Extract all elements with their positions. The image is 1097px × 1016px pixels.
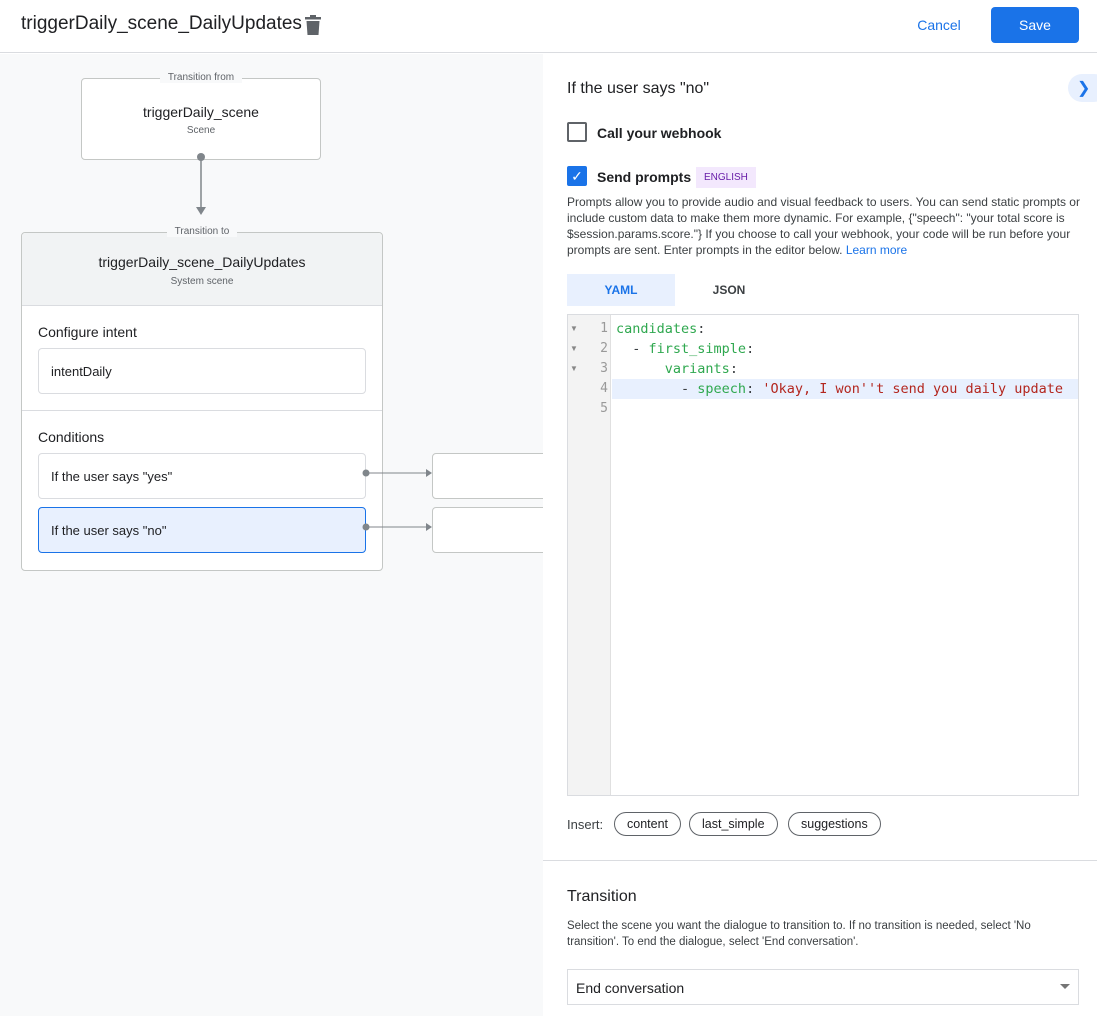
language-badge: ENGLISH bbox=[696, 167, 756, 188]
line-number: 4 bbox=[600, 381, 608, 396]
insert-chip-suggestions[interactable]: suggestions bbox=[788, 812, 881, 836]
fold-icon[interactable]: ▼ bbox=[570, 364, 578, 373]
tab-yaml[interactable]: YAML bbox=[567, 274, 675, 306]
condition-no[interactable]: If the user says "no" bbox=[38, 507, 366, 553]
to-scene-name: triggerDaily_scene_DailyUpdates bbox=[98, 254, 306, 270]
dropdown-arrow-icon bbox=[1060, 984, 1070, 994]
flow-canvas: Transition from triggerDaily_scene Scene… bbox=[0, 54, 543, 1016]
code-line: - speech: 'Okay, I won''t send you daily… bbox=[616, 381, 1064, 397]
from-scene-name: triggerDaily_scene bbox=[143, 104, 259, 120]
chevron-right-icon[interactable]: ❯ bbox=[1068, 74, 1097, 102]
insert-chip-last-simple[interactable]: last_simple bbox=[689, 812, 778, 836]
code-line: candidates: bbox=[616, 321, 706, 337]
code-line: - first_simple: bbox=[616, 341, 755, 357]
transition-selected-value: End conversation bbox=[576, 980, 685, 996]
transition-to-legend: Transition to bbox=[166, 226, 238, 237]
configure-intent-label: Configure intent bbox=[38, 324, 137, 340]
fold-icon[interactable]: ▼ bbox=[570, 324, 578, 333]
yes-target-node[interactable] bbox=[432, 453, 543, 499]
to-scene-type: System scene bbox=[170, 276, 234, 287]
line-number: 1 bbox=[600, 321, 608, 336]
send-prompts-label: Send prompts bbox=[597, 169, 692, 185]
transition-from-node[interactable]: Transition from triggerDaily_scene Scene bbox=[81, 72, 321, 160]
divider bbox=[22, 410, 382, 411]
condition-yes[interactable]: If the user says "yes" bbox=[38, 453, 366, 499]
fold-icon[interactable]: ▼ bbox=[570, 344, 578, 353]
transition-to-node: Transition to triggerDaily_scene_DailyUp… bbox=[21, 226, 383, 571]
prompts-description: Prompts allow you to provide audio and v… bbox=[567, 195, 1080, 257]
learn-more-link[interactable]: Learn more bbox=[845, 243, 908, 257]
line-number: 5 bbox=[600, 401, 608, 416]
webhook-label: Call your webhook bbox=[597, 125, 722, 141]
webhook-checkbox[interactable] bbox=[567, 122, 587, 142]
transition-title: Transition bbox=[567, 888, 637, 905]
conditions-label: Conditions bbox=[38, 429, 105, 445]
no-target-node[interactable] bbox=[432, 507, 543, 553]
transition-from-legend: Transition from bbox=[159, 72, 243, 83]
page-title: triggerDaily_scene_DailyUpdates bbox=[21, 13, 302, 34]
connector-arrow bbox=[196, 153, 206, 215]
trash-icon[interactable] bbox=[305, 15, 321, 35]
panel-title: If the user says "no" bbox=[567, 80, 710, 97]
tab-json[interactable]: JSON bbox=[712, 283, 746, 297]
to-node-header[interactable] bbox=[22, 233, 382, 306]
code-editor[interactable]: ▼ ▼ ▼ 1 2 3 4 5 candidates: - first_simp… bbox=[567, 314, 1079, 796]
code-line: variants: bbox=[664, 361, 738, 377]
cancel-button[interactable]: Cancel bbox=[917, 17, 961, 33]
active-line-highlight bbox=[612, 379, 1078, 399]
line-number: 2 bbox=[600, 341, 608, 356]
divider bbox=[543, 860, 1097, 861]
editor-gutter: ▼ ▼ ▼ 1 2 3 4 5 bbox=[568, 315, 611, 795]
send-prompts-checkbox[interactable]: ✓ bbox=[567, 166, 587, 186]
insert-label: Insert: bbox=[567, 817, 604, 832]
transition-description: Select the scene you want the dialogue t… bbox=[567, 920, 1031, 948]
transition-select[interactable]: End conversation bbox=[567, 969, 1079, 1005]
condition-panel: If the user says "no" ❯ Call your webhoo… bbox=[543, 54, 1097, 1016]
condition-connectors bbox=[362, 469, 432, 531]
save-button[interactable]: Save bbox=[991, 7, 1079, 43]
header: triggerDaily_scene_DailyUpdates Cancel S… bbox=[0, 0, 1097, 53]
insert-chip-content[interactable]: content bbox=[614, 812, 682, 836]
from-scene-type: Scene bbox=[186, 125, 216, 136]
intent-field[interactable]: intentDaily bbox=[38, 348, 366, 394]
line-number: 3 bbox=[600, 361, 608, 376]
